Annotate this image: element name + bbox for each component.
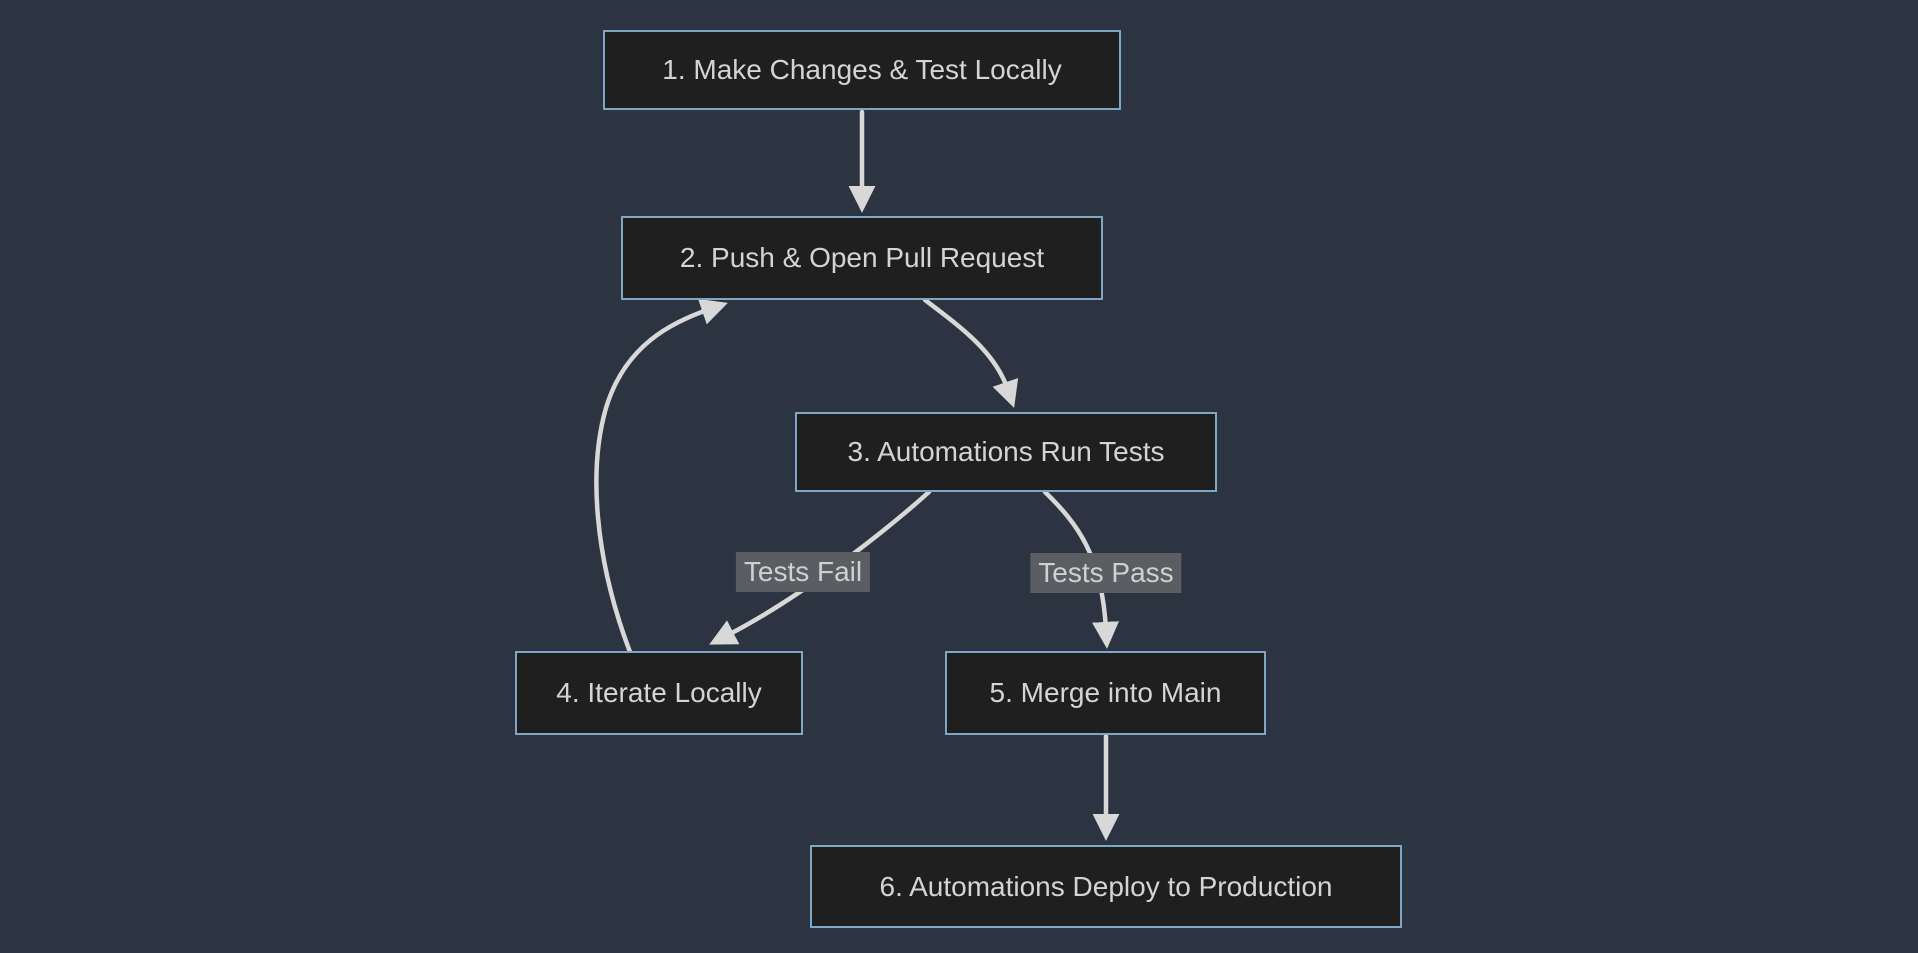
edge-label-tests-fail: Tests Fail: [735, 552, 871, 592]
node-automations-deploy-to-production: 6. Automations Deploy to Production: [810, 845, 1402, 928]
node-label: 1. Make Changes & Test Locally: [662, 54, 1062, 85]
node-label: 5. Merge into Main: [989, 677, 1222, 708]
node-push-open-pull-request: 2. Push & Open Pull Request: [621, 216, 1103, 300]
node-label: 4. Iterate Locally: [556, 677, 762, 708]
node-label: 2. Push & Open Pull Request: [679, 242, 1045, 273]
node-iterate-locally: 4. Iterate Locally: [515, 651, 803, 735]
node-label: 3. Automations Run Tests: [847, 436, 1165, 467]
node-automations-run-tests: 3. Automations Run Tests: [795, 412, 1217, 492]
edge-3-to-5-tests-pass: [1042, 489, 1120, 649]
edge-4-to-2: [594, 298, 728, 655]
edge-label-tests-pass: Tests Pass: [1030, 553, 1182, 593]
edge-2-to-3: [922, 297, 1019, 408]
node-merge-into-main: 5. Merge into Main: [945, 651, 1266, 735]
node-label: 6. Automations Deploy to Production: [879, 870, 1333, 902]
node-make-changes-test-locally: 1. Make Changes & Test Locally: [603, 30, 1121, 110]
